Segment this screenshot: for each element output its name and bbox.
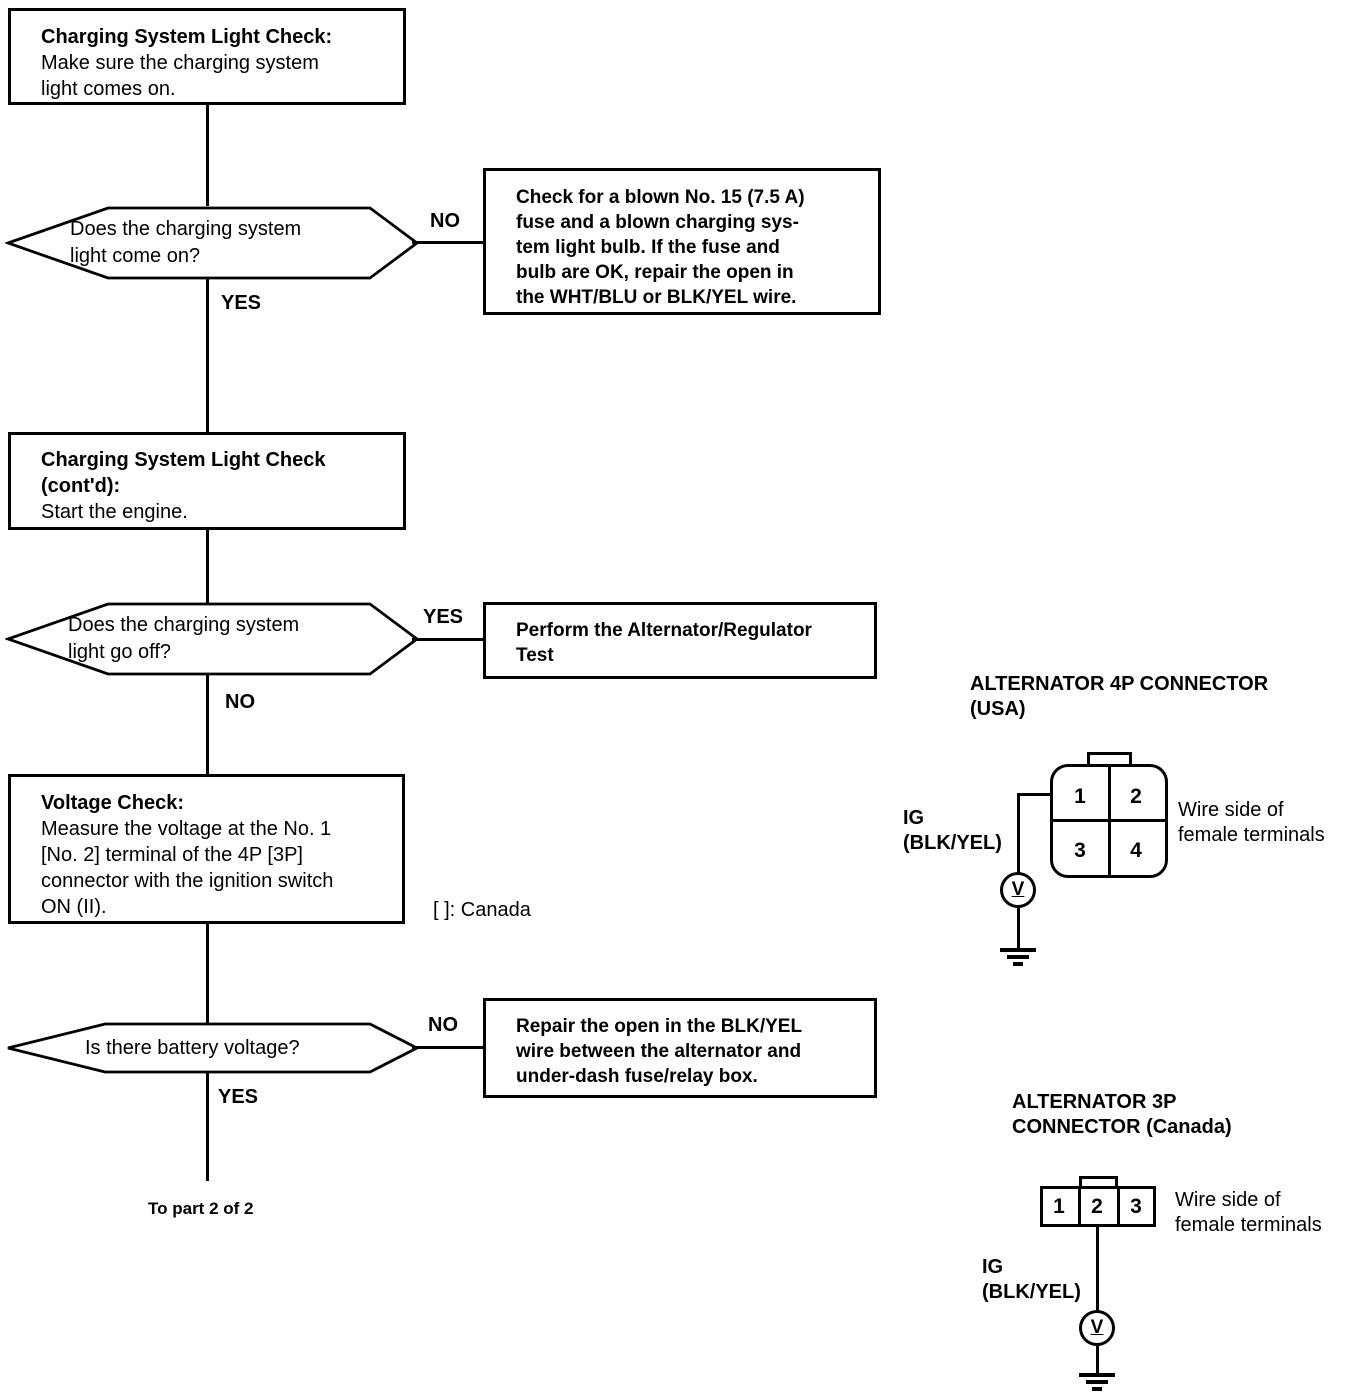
step2-box: Charging System Light Check (cont'd): St… — [8, 432, 406, 530]
usa-side-note: Wire side of female terminals — [1178, 799, 1325, 846]
usa-wire-line — [1017, 793, 1020, 874]
step3-title: Voltage Check: — [41, 792, 184, 814]
usa-terminal-1: 1 — [1074, 785, 1086, 808]
flow-line — [206, 922, 209, 1023]
canada-terminal-3: 3 — [1130, 1195, 1142, 1218]
no-branch-line — [412, 1046, 483, 1049]
decision1-hexagon: Does the charging system light come on? — [5, 205, 420, 281]
flow-line — [206, 530, 209, 603]
decision2-no-label: NO — [225, 691, 255, 713]
canada-terminal-2: 2 — [1091, 1195, 1103, 1218]
flow-line — [206, 105, 209, 206]
step2-title: Charging System Light Check (cont'd): — [41, 449, 326, 497]
flow-line — [206, 279, 209, 432]
canada-wire-line — [1096, 1227, 1099, 1311]
usa-terminal-2: 2 — [1130, 785, 1142, 808]
step1-box: Charging System Light Check: Make sure t… — [8, 8, 406, 105]
action-no3-box: Repair the open in the BLK/YEL wire betw… — [483, 998, 877, 1098]
canada-ground-icon — [1086, 1380, 1108, 1384]
usa-terminal-3: 3 — [1074, 839, 1086, 862]
usa-connector-divider-h — [1053, 819, 1165, 822]
flow-line — [206, 675, 209, 774]
canada-terminal-1: 1 — [1053, 1195, 1065, 1218]
usa-wire-label: IG (BLK/YEL) — [903, 807, 1002, 854]
usa-ground-stem — [1017, 908, 1020, 948]
canada-ground-stem — [1096, 1346, 1099, 1373]
decision2-yes-label: YES — [423, 606, 464, 628]
decision1-no-label: NO — [430, 210, 460, 232]
canada-connector-divider — [1117, 1189, 1120, 1224]
canada-ground-icon — [1092, 1387, 1102, 1391]
step3-box: Voltage Check: Measure the voltage at th… — [8, 774, 405, 924]
canada-connector-title: ALTERNATOR 3P CONNECTOR (Canada) — [1012, 1091, 1232, 1138]
usa-ground-icon — [1007, 955, 1029, 959]
usa-terminal-4: 4 — [1130, 839, 1142, 862]
decision3-hexagon: Is there battery voltage? — [5, 1021, 420, 1075]
action-yes2-box: Perform the Alternator/Regulator Test — [483, 602, 877, 679]
usa-ground-icon — [1013, 962, 1023, 966]
step1-body: Make sure the charging system light come… — [41, 52, 319, 100]
continuation-label: To part 2 of 2 — [148, 1199, 254, 1218]
usa-ground-icon — [1000, 948, 1036, 952]
decision1-yes-label: YES — [221, 292, 262, 314]
canada-voltmeter-icon: V — [1079, 1310, 1115, 1346]
action-yes2-text: Perform the Alternator/Regulator Test — [516, 620, 812, 666]
no-branch-line — [412, 241, 483, 244]
usa-voltmeter-icon: V — [1000, 872, 1036, 908]
canada-wire-label: IG (BLK/YEL) — [982, 1256, 1081, 1303]
decision2-hexagon: Does the charging system light go off? — [5, 601, 420, 677]
yes-branch-line — [412, 638, 483, 641]
decision3-question: Is there battery voltage? — [85, 1036, 300, 1059]
usa-wire-line — [1017, 793, 1053, 796]
canada-connector-divider — [1078, 1189, 1081, 1224]
step3-body: Measure the voltage at the No. 1 [No. 2]… — [41, 818, 334, 918]
flow-line — [206, 1071, 209, 1181]
decision3-yes-label: YES — [218, 1086, 259, 1108]
canada-connector-body — [1040, 1186, 1156, 1227]
decision2-question: Does the charging system light go off? — [68, 614, 300, 663]
action-no1-box: Check for a blown No. 15 (7.5 A) fuse an… — [483, 168, 881, 315]
canada-side-note: Wire side of female terminals — [1175, 1189, 1322, 1236]
step2-body: Start the engine. — [41, 501, 188, 523]
action-no3-text: Repair the open in the BLK/YEL wire betw… — [516, 1016, 803, 1087]
usa-connector-title: ALTERNATOR 4P CONNECTOR (USA) — [970, 673, 1269, 720]
step1-title: Charging System Light Check: — [41, 26, 333, 48]
canada-bracket-note: [ ]: Canada — [433, 899, 531, 921]
canada-ground-icon — [1079, 1373, 1115, 1377]
action-no1-text: Check for a blown No. 15 (7.5 A) fuse an… — [516, 187, 805, 308]
decision3-no-label: NO — [428, 1014, 458, 1036]
decision1-question: Does the charging system light come on? — [70, 218, 302, 267]
